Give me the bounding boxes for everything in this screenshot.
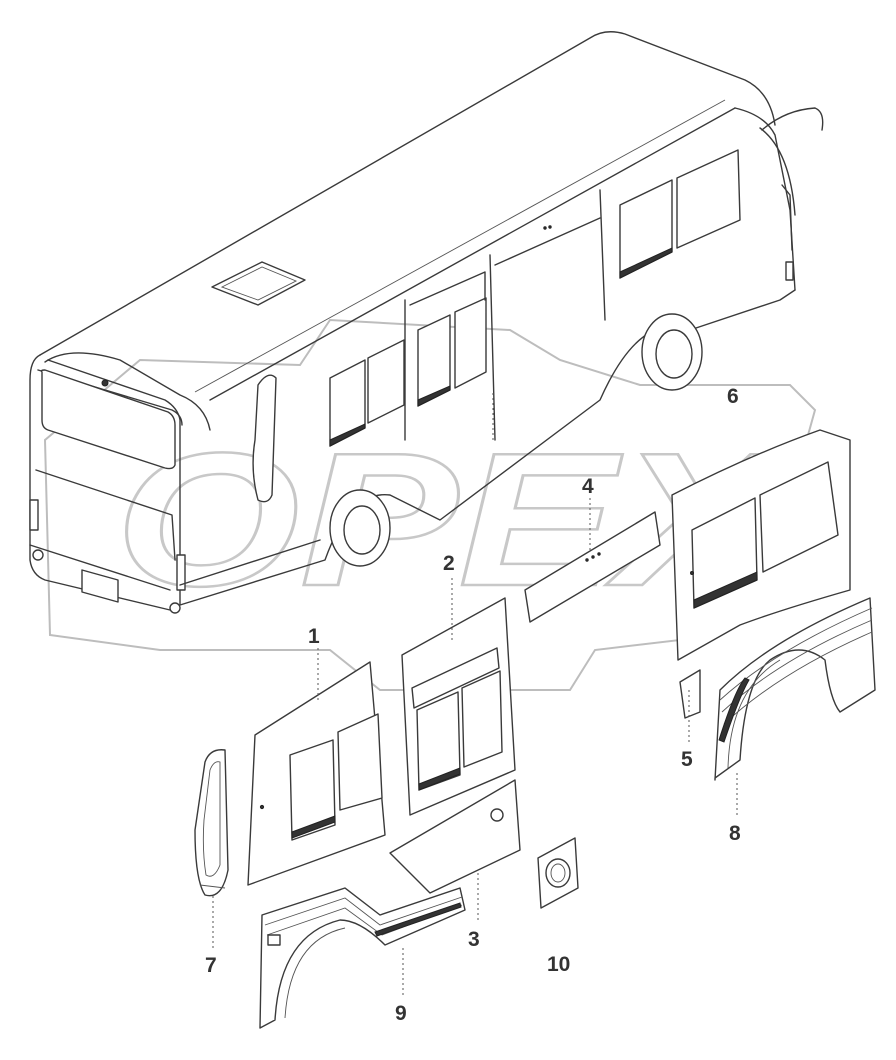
callout-5: 5 — [681, 748, 693, 771]
part-1-side-panel — [247, 661, 386, 886]
part-10-filler-plate — [537, 837, 579, 909]
callout-6: 6 — [727, 385, 739, 408]
callout-8: 8 — [729, 822, 741, 845]
part-4-upper-strip — [524, 511, 661, 623]
callout-9: 9 — [395, 1002, 407, 1025]
callout-2: 2 — [443, 552, 455, 575]
part-7-pillar-duct — [194, 749, 229, 897]
callout-7: 7 — [205, 954, 217, 977]
part-9-rear-arch-panel — [259, 887, 466, 1029]
part-3-lower-panel — [389, 779, 521, 894]
callout-10: 10 — [547, 953, 570, 976]
callout-1: 1 — [308, 625, 320, 648]
leader-lines — [212, 390, 738, 995]
callout-3: 3 — [468, 928, 480, 951]
callout-4: 4 — [582, 475, 594, 498]
part-2-middle-panel — [401, 597, 516, 816]
part-6-front-panel — [671, 429, 851, 719]
callouts: 1 2 3 4 5 6 7 8 9 10 — [205, 385, 741, 1025]
bus-assembly — [29, 31, 824, 614]
part-8-front-arch-panel — [714, 597, 876, 781]
